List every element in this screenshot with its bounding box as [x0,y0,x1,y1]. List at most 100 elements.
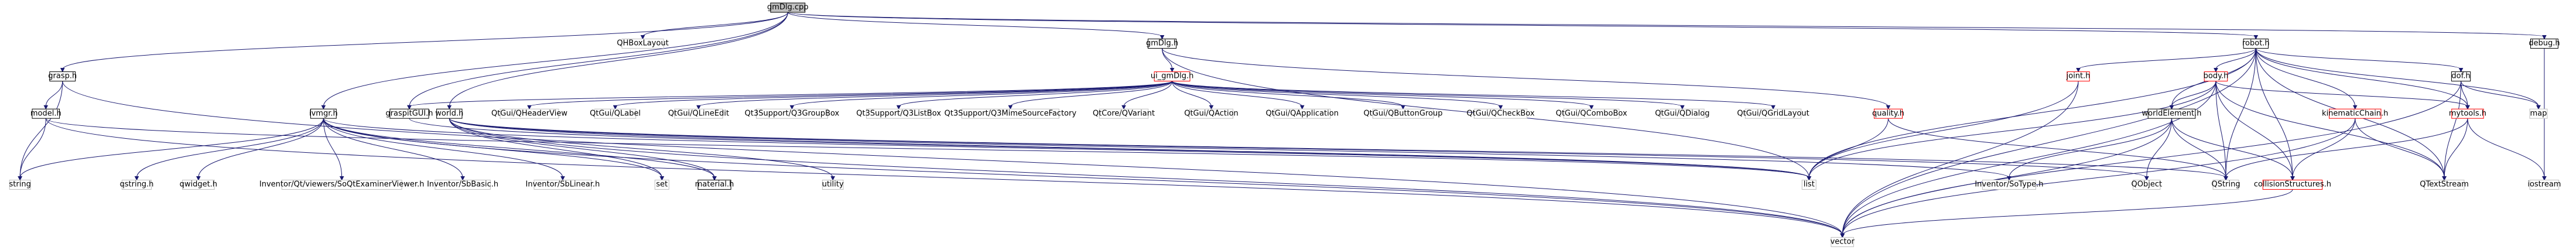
node-robot[interactable]: robot.h [2242,39,2270,49]
node-label: Inventor/SoType.h [1975,180,2043,189]
node-root[interactable]: gmDlg.cpp [767,2,809,13]
edge-ivmgr-to-sblinear [323,118,565,181]
edge-ui_gmdlg-to-qdialog [1172,81,1685,110]
node-label: ivmgr.h [309,109,338,118]
node-collision[interactable]: collisionStructures.h [2254,179,2331,190]
edge-root-to-qhboxlayout [640,12,788,40]
edge-ui_gmdlg-to-qlineedit [696,81,1173,110]
node-label: string [9,180,31,189]
node-label: Qt3Support/Q3ListBox [856,109,941,118]
edges-layer [18,12,2547,238]
edge-worldh-to-qobject [449,118,2149,181]
node-label: ui_gmDlg.h [1151,72,1194,81]
edge-model-to-string [18,118,46,181]
node-label: collisionStructures.h [2254,180,2331,189]
edge-robot-to-vector [1840,48,2256,238]
node-debug[interactable]: debug.h [2529,39,2560,49]
node-qaction: QtGui/QAction [1184,108,1239,119]
node-qbuttongroup: QtGui/QButtonGroup [1363,108,1442,119]
node-bodyh[interactable]: body.h [2204,71,2229,82]
edge-robot-to-joint [2076,48,2256,73]
node-label: Qt3Support/Q3GroupBox [745,109,840,118]
node-kinematicchain[interactable]: kinematicChain.h [2322,108,2388,119]
node-label: iostream [2527,180,2561,189]
node-label: QHBoxLayout [617,39,668,48]
edge-root-to-debug [787,12,2547,40]
edge-gmdlg_h-to-ui_gmdlg [1162,48,1175,73]
edge-worldh-to-set [449,118,665,181]
node-label: QtGui/QDialog [1655,109,1709,118]
node-worldh[interactable]: world.h [435,108,463,119]
node-q3listbox: Qt3Support/Q3ListBox [856,108,941,119]
node-qhboxlayout: QHBoxLayout [617,39,669,49]
node-qwidget: qwidget.h [180,179,217,190]
node-sotype: Inventor/SoType.h [1975,179,2044,190]
node-list: list [1801,179,1816,190]
edge-root-to-grasp [60,12,788,73]
node-map: map [2529,108,2548,119]
node-set: set [654,179,669,190]
node-qstring_h: qstring.h [119,179,153,190]
edge-dof-to-vector [1840,81,2462,238]
node-label: QtGui/QAction [1184,109,1239,118]
node-sowinexam: Inventor/Qt/viewers/SoQtExaminerViewer.h [259,179,425,190]
node-label: body.h [2204,72,2229,81]
edge-gmdlg_h-to-quality [1162,48,1891,110]
node-label: QtGui/QApplication [1265,109,1339,118]
edge-mytools-to-qstring [2223,118,2468,181]
edge-grasp-to-model [43,81,63,110]
edge-ui_gmdlg-to-q3mime [1008,81,1173,110]
node-label: QtGui/QLineEdit [668,109,729,118]
edge-ui_gmdlg-to-qvariant [1121,81,1173,110]
edge-robot-to-kinematicchain [2255,48,2358,110]
node-qtextstream: QTextStream [2420,179,2469,190]
node-label: qwidget.h [180,180,217,189]
edge-ui_gmdlg-to-qlabel [613,81,1173,110]
edge-ivmgr-to-string [18,118,324,181]
node-ivmgr[interactable]: ivmgr.h [309,108,338,119]
edge-kinematicchain-to-collision [2290,118,2356,181]
node-label: worldElement.h [2142,109,2202,118]
edge-mytools-to-qtextstream [2442,118,2468,181]
edge-worldh-to-vector [449,118,1845,238]
node-qstring: QString [2212,179,2240,190]
node-q3groupbox: Qt3Support/Q3GroupBox [745,108,840,119]
node-material[interactable]: material.h [695,179,734,190]
node-label: QtGui/QLabel [590,109,641,118]
node-label: QtGui/QGridLayout [1737,109,1809,118]
node-label: map [2530,109,2547,118]
edge-dof-to-map [2461,81,2541,110]
node-quality[interactable]: quality.h [1872,108,1904,119]
edge-root-to-graspitgui [407,12,788,110]
node-label: qstring.h [119,180,153,189]
node-label: QTextStream [2420,180,2469,189]
node-graspitgui[interactable]: graspitGUI.h [385,108,433,119]
node-qheaderview: QtGui/QHeaderView [491,108,567,119]
node-ui_gmdlg[interactable]: ui_gmDlg.h [1151,71,1194,82]
edge-ivmgr-to-qwidget [196,118,324,181]
node-utility: utility [822,179,844,190]
node-qlabel: QtGui/QLabel [590,108,641,119]
edge-worldh-to-qstring [449,118,2228,181]
node-label: grasp.h [48,72,77,81]
node-gmdlg_h[interactable]: gmDlg.h [1146,39,1178,49]
node-sblinear: Inventor/SbLinear.h [526,179,600,190]
node-label: quality.h [1872,109,1904,118]
node-mytools[interactable]: mytools.h [2449,108,2486,119]
edge-root-to-gmdlg_h [787,12,1165,40]
edge-robot-to-bodyh [2214,48,2256,73]
node-model[interactable]: model.h [30,108,61,119]
node-joint[interactable]: joint.h [2066,71,2091,82]
node-qdialog: QtGui/QDialog [1655,108,1710,119]
edge-root-to-ivmgr [321,12,788,110]
node-label: QString [2212,180,2240,189]
edge-ivmgr-to-qstring_h [134,118,324,181]
node-grasp[interactable]: grasp.h [48,71,77,82]
node-dof[interactable]: dof.h [2451,71,2471,82]
node-label: QtGui/QComboBox [1556,109,1627,118]
edge-worldelement-to-qstring [2171,118,2228,181]
node-worldelement[interactable]: worldElement.h [2142,108,2202,119]
edge-worldh-to-material [449,118,717,181]
node-label: Inventor/Qt/viewers/SoQtExaminerViewer.h [259,180,425,189]
